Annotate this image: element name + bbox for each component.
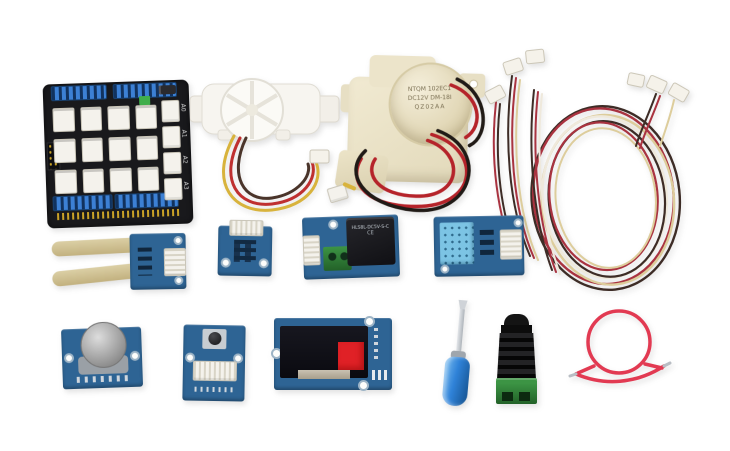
red-wire-drawing (568, 309, 672, 384)
oled-display-module (271, 314, 394, 394)
moisture-smd-parts (137, 247, 153, 276)
light-sensor-smd-parts (233, 239, 257, 263)
moisture-mount-hole-bottom (174, 275, 184, 286)
grove-port-a2 (162, 151, 182, 175)
light-sensor-hole-right (258, 258, 269, 269)
shield-header-top-left (50, 84, 108, 102)
grove-port-a3 (163, 177, 183, 201)
grove-port (108, 136, 131, 162)
moisture-sensor (51, 229, 192, 299)
grove-port (109, 167, 132, 193)
water-flow-sensor (189, 66, 340, 226)
red-jumper-wire (564, 302, 674, 396)
screwdriver-handle (441, 355, 471, 407)
light-sensor-module (215, 219, 274, 278)
shield-header-bottom-left (52, 194, 113, 212)
port-label-a0: A0 (179, 103, 187, 112)
grove-port (80, 137, 104, 163)
grove-port (82, 168, 105, 194)
shield-power-switch (158, 84, 176, 95)
grove-base-shield: A0 A1 A2 A3 (42, 79, 194, 229)
moisture-prong-top (51, 237, 143, 257)
dc-jack-terminal-slot-right (519, 392, 530, 401)
dc-jack-barrel (504, 314, 529, 328)
dc-jack-terminal-slot-left (502, 392, 513, 401)
dht-mount-hole-bottom (440, 264, 450, 274)
relay-grove-connector (302, 235, 321, 266)
light-sensor-connector (229, 219, 264, 237)
grove-port (52, 107, 75, 133)
dht-smd-parts (479, 229, 495, 260)
grove-port (136, 166, 160, 192)
cable-bundle-drawing (484, 48, 690, 292)
oled-silkscreen-column (374, 328, 378, 362)
dht-sensor-block (439, 222, 475, 265)
grove-port-a0 (161, 99, 180, 123)
water-pump: NTQM 102EC1 DC12V DM-18I QZ02AA (326, 34, 493, 220)
shield-green-terminal (138, 95, 151, 106)
grove-port (107, 105, 130, 131)
button-silkscreen (194, 386, 233, 393)
oled-silkscreen-glyphs (372, 370, 388, 380)
grove-port (134, 104, 158, 130)
dc-jack-adapter (488, 314, 544, 406)
oled-mount-hole-top (364, 316, 375, 327)
dc-jack-collar (501, 325, 532, 333)
port-label-a2: A2 (181, 155, 189, 164)
screwdriver (428, 298, 487, 408)
dht-grove-connector (499, 229, 523, 260)
grove-port (79, 106, 103, 132)
grove-port-a1 (162, 125, 181, 149)
rotary-angle-sensor (59, 319, 146, 396)
screwdriver-shaft (456, 308, 465, 354)
shield-grove-port-grid (52, 104, 160, 195)
dht-mount-hole-top (513, 218, 523, 228)
port-label-a1: A1 (180, 129, 188, 138)
pump-wires (354, 77, 485, 212)
grove-port (135, 135, 159, 161)
oled-ribbon (298, 370, 350, 379)
moisture-grove-connector (163, 247, 187, 277)
grove-port (53, 138, 76, 164)
relay-module: HLS8L-DC5V-S-C CE (301, 208, 403, 285)
flow-sensor-drawing (189, 78, 340, 212)
port-label-a3: A3 (182, 181, 190, 190)
dc-jack-ribbed-body (497, 333, 536, 379)
moisture-mount-hole-top (173, 235, 183, 246)
grove-cable-bundle (478, 46, 708, 296)
button-module (180, 322, 247, 403)
relay-block: HLS8L-DC5V-S-C CE (345, 216, 396, 267)
temp-humidity-sensor (433, 213, 526, 281)
oled-mount-hole-bottom (358, 380, 369, 391)
grove-port (54, 169, 77, 195)
moisture-prong-bottom (51, 263, 139, 287)
oled-film-tab (338, 342, 364, 370)
button-grove-connector (192, 360, 238, 382)
